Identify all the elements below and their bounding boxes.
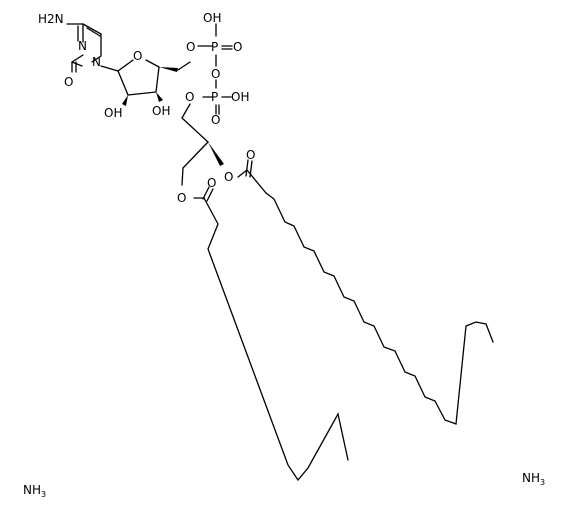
p2-hydroxyl-label: OH (231, 90, 249, 104)
bridge-o-label: O (211, 67, 220, 81)
p2-o-glycerol-label: O (185, 90, 194, 104)
carbonyl-o-label: O (64, 75, 73, 89)
sn1-ester-o-label: O (177, 191, 186, 205)
sn1-acyl-chain (193, 186, 349, 482)
p2-oxo-label: O (211, 113, 220, 127)
n3-label: N (78, 39, 87, 53)
phosphorus-2-label: P (211, 90, 218, 104)
p1-o5-label: O (186, 40, 195, 54)
hydroxyl-2-label: OH (104, 106, 122, 120)
sn2-ester-o-label: O (224, 170, 233, 184)
atom-labels: H2N N N O O OH OH O P OH O O P OH O O O … (23, 11, 545, 499)
glycerol-backbone (181, 117, 224, 186)
sn2-acyl-chain (237, 159, 494, 425)
cytosine-ring (66, 23, 102, 73)
diphosphate-bridge (177, 23, 233, 119)
amine-label: H2N (38, 12, 64, 26)
ammonia-right: NH3 (522, 471, 545, 487)
ammonia-left: NH3 (23, 483, 46, 499)
sn1-carbonyl-o-label: O (207, 176, 216, 190)
ribose-ring (100, 59, 178, 106)
p1-oxo-label: O (233, 40, 242, 54)
n1-label: N (92, 55, 101, 69)
p1-hydroxyl-label: OH (203, 11, 221, 25)
phosphorus-1-label: P (211, 40, 218, 54)
sn2-carbonyl-o-label: O (246, 148, 255, 162)
hydroxyl-3-label: OH (152, 104, 170, 118)
furanose-o-label: O (133, 49, 142, 63)
